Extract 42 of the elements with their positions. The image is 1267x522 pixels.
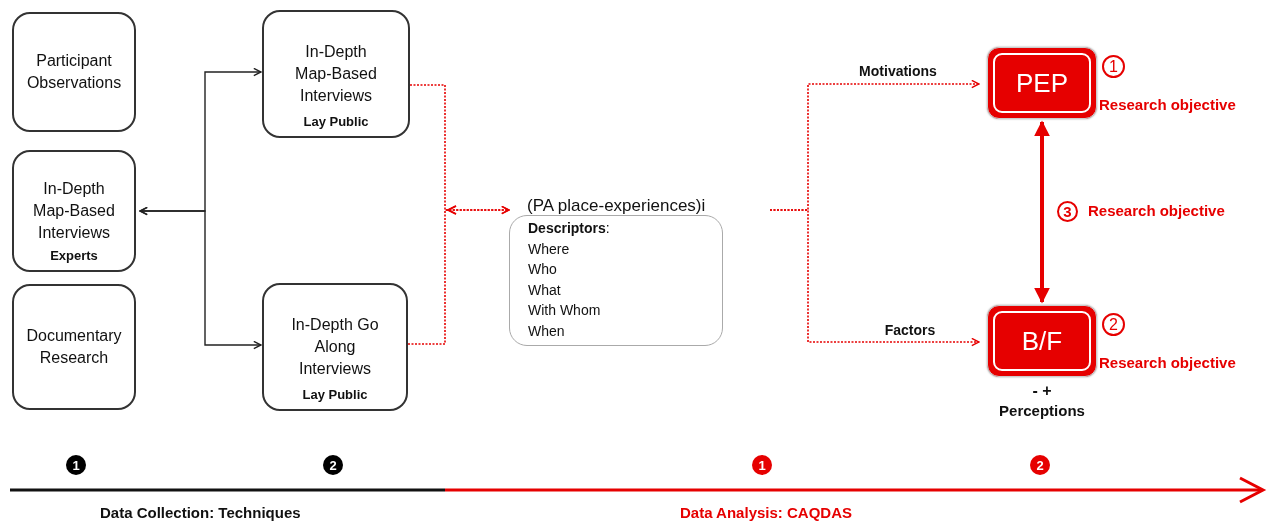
box-text: Documentary Research [26,326,122,368]
key-concept-box [987,305,1097,377]
circled-number: 3 [1057,201,1078,222]
process-box [262,10,410,138]
process-box [12,284,136,410]
list-item: Where [528,239,570,259]
process-box [262,283,408,411]
audience-label: Experts [50,246,98,265]
box-text: In-Depth Map-Based Interviews [32,179,116,243]
connector-arrow [1034,120,1050,304]
list-item: With Whom [528,301,601,320]
circled-number: 1 [1102,55,1125,78]
connector-arrow [139,206,262,350]
box-heading: (PA place-experiences)i [527,196,706,216]
audience-label: Lay Public [303,112,369,131]
objective-label: Research objective [1099,95,1236,115]
process-box [12,12,136,132]
list-item: When [528,321,565,341]
objective-label: Research objective [1099,353,1236,373]
caption-label: Perceptions [998,401,1086,421]
step-number: 2 [323,455,343,475]
circled-number: 2 [1102,313,1125,336]
connector-arrow [769,209,980,347]
box-text: Participant Observations [26,51,122,93]
list-item: Descriptors: [528,219,610,238]
key-concept-box [987,47,1097,119]
list-item: Who [528,260,557,279]
sign-label: - + [1031,381,1053,401]
phase-label: Data Collection: Techniques [100,503,301,522]
step-number: 2 [1030,455,1050,475]
box-text: In-Depth Go Along Interviews [290,315,380,379]
box-text: PEP [1016,66,1068,100]
box-text: B/F [1021,324,1063,358]
objective-label: Research objective [1088,201,1225,221]
audience-label: Lay Public [302,385,368,404]
phase-label: Data Analysis: CAQDAS [680,503,852,522]
connector-arrow [407,205,510,345]
list-item: What [528,280,561,300]
step-number: 1 [752,455,772,475]
process-box [12,150,136,272]
box-text: In-Depth Map-Based Interviews [294,42,378,106]
step-number: 1 [66,455,86,475]
